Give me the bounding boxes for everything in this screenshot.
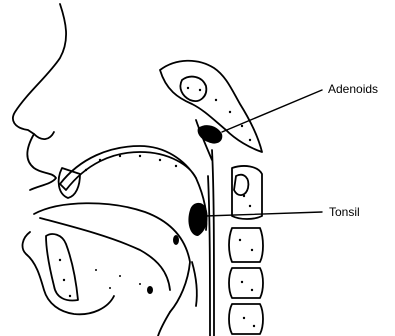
tongue — [34, 203, 190, 312]
vertebra-c3 — [229, 268, 263, 298]
label-adenoids: Adenoids — [328, 82, 378, 96]
lower-jaw — [46, 234, 78, 300]
face-profile — [13, 4, 66, 190]
adenoid-mass — [198, 125, 223, 143]
hard-palate — [60, 146, 196, 190]
label-tonsil: Tonsil — [329, 205, 360, 219]
adenoids-leader-line — [222, 90, 322, 132]
vertebra-c4 — [229, 304, 263, 334]
hyoid-mark — [147, 286, 153, 294]
tongue-underside — [40, 218, 170, 290]
pharynx-wall-inner — [208, 176, 210, 336]
posterior-pharynx-wall — [212, 150, 214, 336]
turbinate — [180, 77, 206, 101]
odontoid — [234, 175, 248, 195]
throat-front — [158, 312, 170, 336]
lower-lip-chin — [23, 232, 114, 314]
uvula-mark — [173, 235, 179, 245]
epiglottis — [192, 262, 197, 306]
vertebra-c2 — [229, 228, 263, 262]
nostril — [34, 132, 54, 139]
tonsil-leader-line — [205, 212, 322, 216]
tonsil-mass — [188, 203, 207, 236]
